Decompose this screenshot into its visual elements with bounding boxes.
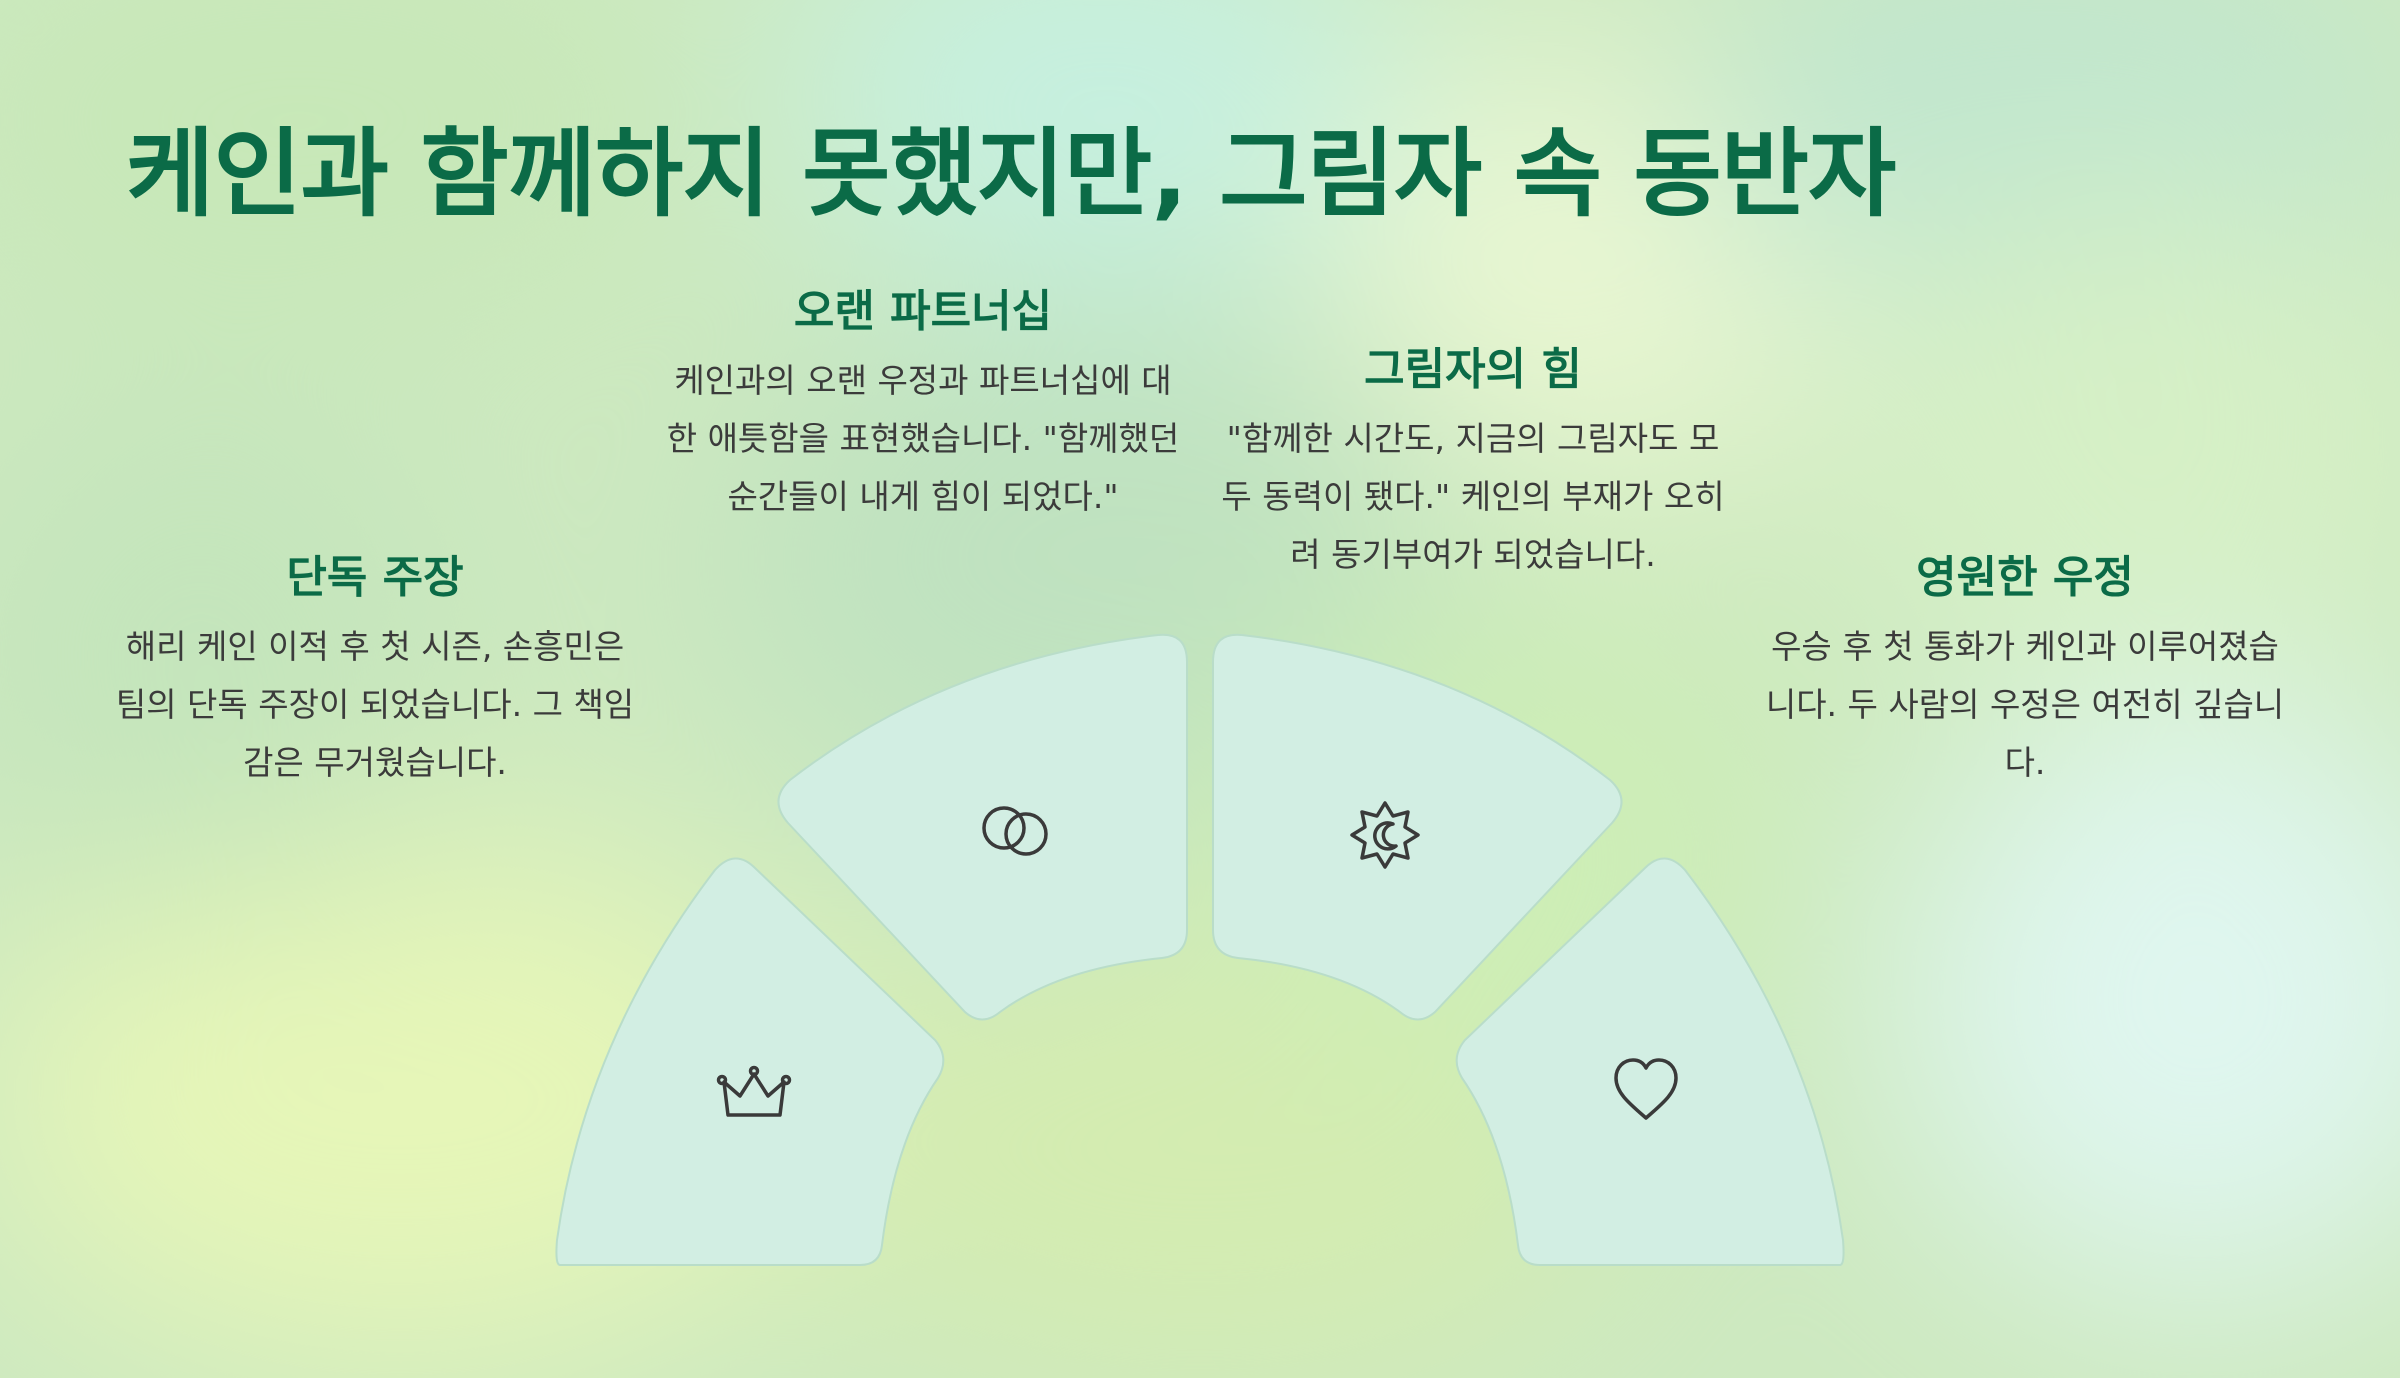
item-description: 우승 후 첫 통화가 케인과 이루어졌습니다. 두 사람의 우정은 여전히 깊습… [1765, 627, 2285, 782]
item-title: 오랜 파트너십 [793, 286, 1053, 337]
item-title: 단독 주장 [286, 552, 464, 603]
page-title: 케인과 함께하지 못했지만, 그림자 속 동반자 [126, 118, 1896, 230]
item-solo-captain: 단독 주장 해리 케인 이적 후 첫 시즌, 손흥민은 팀의 단독 주장이 되었… [115, 548, 635, 792]
item-description: "함께한 시간도, 지금의 그림자도 모두 동력이 됐다." 케인의 부재가 오… [1221, 419, 1725, 574]
item-power-of-shadow: 그림자의 힘 "함께한 시간도, 지금의 그림자도 모두 동력이 됐다." 케인… [1213, 340, 1733, 584]
heart-icon [1614, 1058, 1678, 1120]
arch-segment-left [555, 857, 945, 1266]
arch-segment-upper-right [1212, 633, 1623, 1021]
interlocking-circles-icon [982, 806, 1048, 856]
item-title: 그림자의 힘 [1364, 344, 1582, 395]
item-long-partnership: 오랜 파트너십 케인과의 오랜 우정과 파트너십에 대한 애틋함을 표현했습니다… [663, 282, 1183, 526]
arch-segment-right [1455, 857, 1845, 1266]
arch-segment-upper-left [777, 633, 1188, 1021]
crown-icon [716, 1065, 792, 1117]
item-eternal-friendship: 영원한 우정 우승 후 첫 통화가 케인과 이루어졌습니다. 두 사람의 우정은… [1765, 548, 2285, 792]
item-title: 영원한 우정 [1916, 552, 2134, 603]
moon-star-badge-icon [1350, 801, 1420, 869]
item-description: 케인과의 오랜 우정과 파트너십에 대한 애틋함을 표현했습니다. "함께했던 … [666, 361, 1180, 516]
item-description: 해리 케인 이적 후 첫 시즌, 손흥민은 팀의 단독 주장이 되었습니다. 그… [115, 627, 635, 782]
